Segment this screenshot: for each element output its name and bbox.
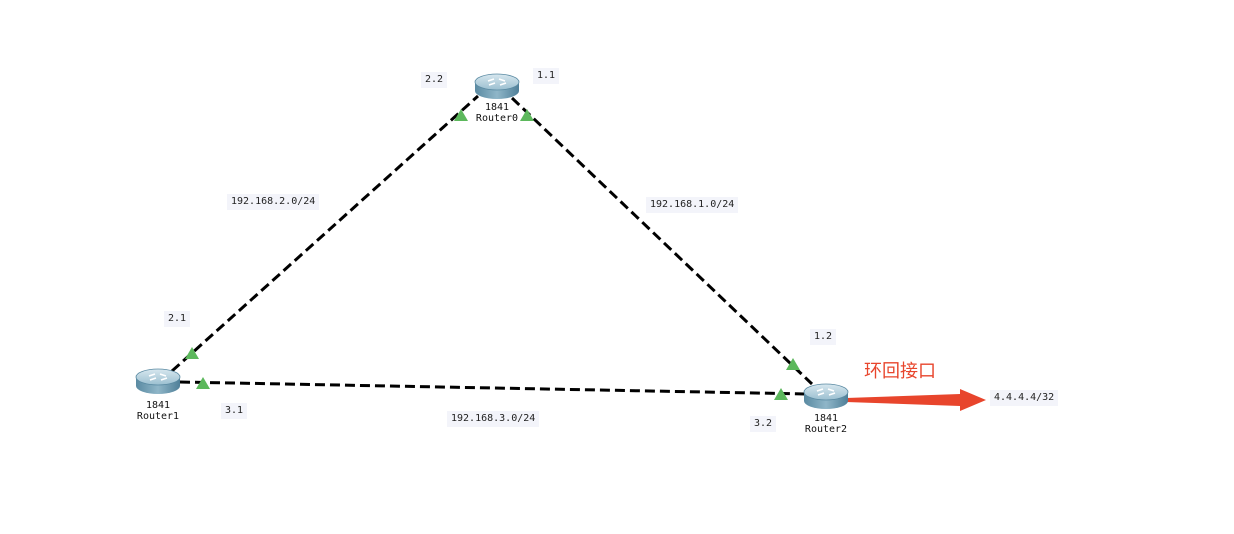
link-router1-router0[interactable] [170,94,480,373]
router2-model: 1841 [813,413,839,424]
network-label-1: 192.168.1.0/24 [646,197,739,213]
router1-label: 1841 Router1 [132,400,184,422]
port-status-r2-to-r0 [786,358,800,370]
ip-label-r2-1-2: 1.2 [810,329,837,345]
router1-name: Router1 [136,411,180,422]
port-status-r1-to-r2 [196,377,210,389]
ip-label-r1-2-1: 2.1 [164,311,191,327]
router2-name: Router2 [804,424,848,435]
router0-label: 1841 Router0 [471,102,523,124]
router1-model: 1841 [145,400,171,411]
loopback-callout: 环回接口 [864,361,936,382]
port-status-r2-to-r1 [774,388,788,400]
router2-icon[interactable] [803,383,849,409]
network-label-3: 192.168.3.0/24 [447,411,540,427]
ip-label-r1-3-1: 3.1 [221,403,248,419]
link-router1-router2[interactable] [179,380,809,396]
ip-label-r0-2-2: 2.2 [421,72,448,88]
link-router0-router2[interactable] [510,96,814,386]
ip-label-r0-1-1: 1.1 [533,68,560,84]
router1-icon[interactable] [135,368,181,394]
port-status-r0-to-r1 [454,109,468,121]
port-status-r0-to-r2 [520,109,534,121]
router0-name: Router0 [475,113,519,124]
router0-model: 1841 [484,102,510,113]
port-status-r1-to-r0 [185,347,199,359]
router2-label: 1841 Router2 [800,413,852,435]
router0-icon[interactable] [474,73,520,99]
loopback-address: 4.4.4.4/32 [990,390,1059,406]
ip-label-r2-3-2: 3.2 [750,416,777,432]
network-label-2: 192.168.2.0/24 [227,194,320,210]
loopback-arrow [846,389,986,411]
